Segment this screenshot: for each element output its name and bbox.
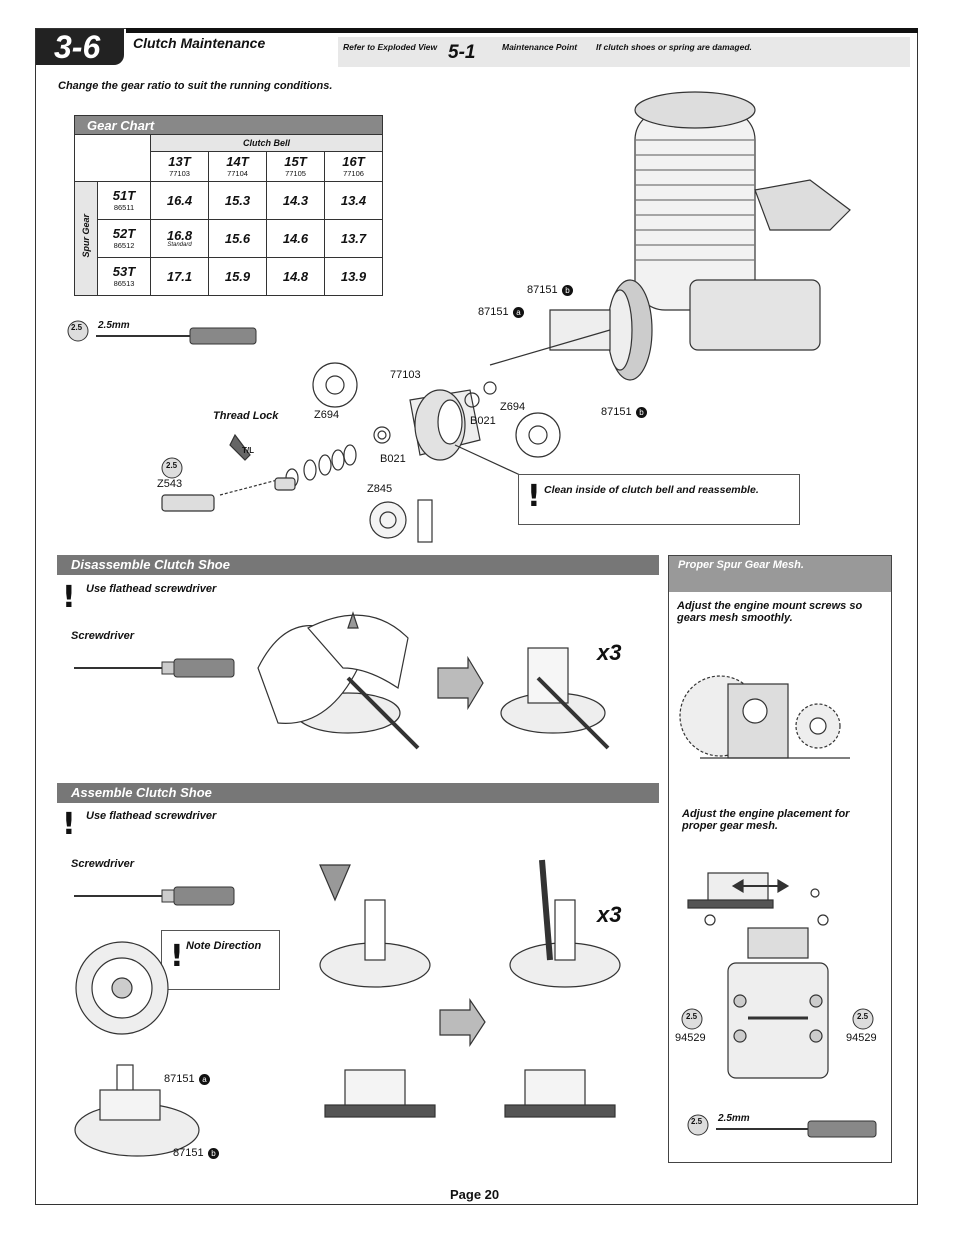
header-info-box: Refer to Exploded View 5-1 Maintenance P… [338, 37, 910, 67]
part-z694-right: Z694 [500, 401, 526, 413]
section-number: 3-6 [36, 29, 124, 65]
hex-size-badge: 2.5 [71, 323, 83, 332]
refer-label: Refer to Exploded View [343, 42, 438, 52]
part-z543: Z543 [157, 478, 183, 490]
side-panel-note2: Adjust the engine placement for proper g… [682, 808, 850, 832]
warning-icon: ! [170, 939, 184, 974]
spur-gear-label-cell: Spur Gear [74, 181, 98, 296]
exploded-parts-drawing [161, 362, 561, 543]
hex-size-icon [681, 1008, 703, 1030]
engine-illustration [489, 91, 851, 381]
warning-icon: ! [62, 580, 76, 615]
assemble-illustration [319, 859, 621, 1118]
hex-wrench-tool: 2.5 2.5mm [66, 320, 266, 348]
assemble-clutch-drawings [74, 941, 200, 1157]
hex-size-label: 2.5mm [98, 320, 130, 331]
warning-icon: ! [527, 479, 541, 514]
side-hex-label: 2.5mm [718, 1113, 750, 1124]
part-87151a: 87151 [164, 1073, 195, 1085]
marker-b-icon: b [562, 285, 573, 296]
page-number: Page 20 [450, 1187, 500, 1202]
disassemble-title: Disassemble Clutch Shoe [57, 555, 659, 575]
hex-size-badge: 2.5 [857, 1012, 869, 1021]
thread-lock-label: Thread Lock [213, 410, 279, 422]
section-title: Clutch Maintenance [133, 35, 266, 51]
clutch-bell-label: Clutch Bell [150, 134, 383, 152]
side-panel-note1: Adjust the engine mount screws so gears … [677, 600, 863, 624]
assemble-screwdriver-label: Screwdriver [71, 858, 134, 870]
part-z845: Z845 [367, 483, 393, 495]
marker-b-icon: b [636, 407, 647, 418]
warning-icon: ! [62, 807, 76, 842]
header-rule [126, 28, 918, 33]
screwdriver-icon [74, 658, 235, 678]
marker-b-icon: b [208, 1148, 219, 1159]
hex-size-icon [161, 457, 183, 479]
marker-a-icon: a [199, 1074, 210, 1085]
note-direction-text: Note Direction [186, 940, 262, 952]
hex-size-badge: 2.5 [691, 1117, 703, 1126]
part-b021-right: B021 [470, 415, 496, 427]
part-z694-left: Z694 [314, 409, 340, 421]
clean-note-callout: ! Clean inside of clutch bell and reasse… [518, 474, 800, 525]
part-87151b: 87151 [173, 1147, 204, 1159]
note-direction-callout: ! Note Direction [161, 930, 280, 990]
gear-mesh-detail [679, 656, 850, 760]
marker-a-icon: a [513, 307, 524, 318]
maintenance-text: If clutch shoes or spring are damaged. [596, 42, 752, 52]
assemble-title: Assemble Clutch Shoe [57, 783, 659, 803]
clean-note-text: Clean inside of clutch bell and reassemb… [544, 484, 759, 496]
screwdriver-icon [74, 886, 235, 906]
disassemble-note: Use flathead screwdriver [86, 583, 217, 595]
maintenance-label: Maintenance Point [502, 42, 578, 52]
refer-number: 5-1 [448, 42, 476, 63]
side-panel-title: Proper Spur Gear Mesh. [669, 556, 891, 592]
part-87151b-right: 87151 [601, 406, 632, 418]
screw-94529-left: 94529 [675, 1032, 706, 1044]
part-b021-left: B021 [380, 453, 406, 465]
screw-94529-right: 94529 [846, 1032, 877, 1044]
spur-gear-mesh-panel [668, 555, 892, 1163]
gear-chart-title: Gear Chart [74, 115, 383, 135]
assemble-note: Use flathead screwdriver [86, 810, 217, 822]
intro-note: Change the gear ratio to suit the runnin… [58, 80, 333, 92]
disassemble-multiplier: x3 [597, 640, 622, 665]
standard-note: Standard [167, 242, 192, 248]
part-87151b-top: 87151 [527, 284, 558, 296]
hex-wrench-icon [687, 1114, 877, 1138]
hex-size-icon [852, 1008, 874, 1030]
disassemble-screwdriver-label: Screwdriver [71, 630, 134, 642]
part-87151a: 87151 [478, 306, 509, 318]
hex-size-badge: 2.5 [166, 461, 178, 470]
tl-bottle-label: T/L [242, 446, 254, 455]
hex-wrench-icon [67, 320, 257, 345]
engine-mount-diagram [687, 872, 829, 1079]
part-77103: 77103 [390, 369, 421, 381]
hex-size-badge: 2.5 [686, 1012, 698, 1021]
disassemble-illustration [257, 611, 610, 750]
assemble-multiplier: x3 [597, 902, 622, 927]
